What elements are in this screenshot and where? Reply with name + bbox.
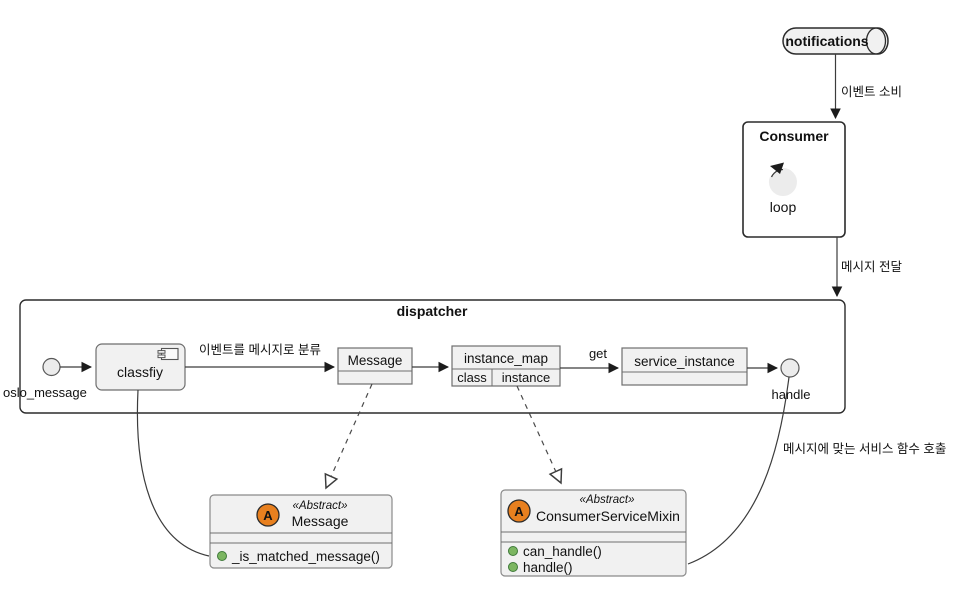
svg-text:A: A: [263, 508, 273, 523]
class-message-method: _is_matched_message(): [231, 549, 380, 564]
message-object-box: Message: [337, 347, 413, 385]
abstract-class-icon: A: [256, 503, 280, 527]
instance-map-rect: [451, 345, 561, 387]
dispatcher-title: dispatcher: [397, 303, 468, 319]
method-visibility-dot-icon: [217, 551, 227, 561]
class-mixin-stereotype: «Abstract»: [580, 494, 635, 506]
class-mixin-method-row: handle(): [508, 560, 573, 575]
class-message-stereotype: «Abstract»: [293, 500, 348, 512]
handle-label: handle: [771, 387, 810, 402]
edge-classify-event-label: 이벤트를 메시지로 분류: [199, 343, 321, 357]
queue-notifications: notifications: [782, 27, 889, 55]
class-message: A «Abstract» Message _is_matched_message…: [209, 494, 393, 569]
class-mixin-method-handle: handle(): [523, 560, 573, 575]
instance-map-box: instance_map class instance: [451, 345, 561, 387]
class-mixin-rect: [500, 489, 687, 577]
class-mixin-method-can-handle: can_handle(): [523, 544, 602, 559]
queue-end-ellipse-icon: [865, 27, 887, 55]
method-visibility-dot-icon: [508, 562, 518, 572]
loop-icon: [768, 162, 797, 196]
class-consumer-service-mixin: A «Abstract» ConsumerServiceMixin can_ha…: [500, 489, 687, 577]
instance-map-col-class: class: [457, 370, 487, 385]
service-instance-box: service_instance: [621, 347, 748, 386]
edge-mixin-realization: [516, 385, 563, 485]
edge-call-service-label: 메시지에 맞는 서비스 함수 호출: [783, 442, 946, 456]
edge-message-realization: [324, 383, 373, 490]
message-rect: [337, 347, 413, 385]
edge-get-label: get: [589, 346, 607, 361]
class-message-name: Message: [292, 513, 349, 529]
edge-handle-to-mixin: [687, 376, 790, 565]
class-mixin-method-row: can_handle(): [508, 544, 602, 559]
classfiy-label: classfiy: [117, 364, 163, 380]
oslo-message-label: oslo_message: [3, 385, 87, 400]
method-visibility-dot-icon: [508, 546, 518, 556]
class-mixin-name: ConsumerServiceMixin: [536, 508, 680, 524]
consumer-title: Consumer: [759, 128, 829, 144]
class-message-method-row: _is_matched_message(): [217, 549, 380, 564]
instance-map-col-instance: instance: [502, 370, 550, 385]
instance-map-title: instance_map: [464, 351, 548, 366]
edge-classfiy-to-ismatched: [136, 389, 210, 557]
component-icon: [157, 347, 179, 361]
service-instance-rect: [621, 347, 748, 386]
edge-consume-event-label: 이벤트 소비: [841, 85, 902, 99]
service-instance-label: service_instance: [634, 354, 735, 369]
consumer-box: Consumer loop: [742, 121, 846, 238]
class-message-rect: [209, 494, 393, 569]
edge-deliver-message-label: 메시지 전달: [841, 260, 902, 274]
svg-text:A: A: [514, 504, 524, 519]
oslo-message-port: [42, 357, 61, 377]
consumer-loop-label: loop: [770, 199, 797, 215]
abstract-class-icon: A: [507, 499, 531, 523]
message-box-label: Message: [348, 353, 403, 368]
classfiy-component: classfiy: [95, 343, 186, 391]
queue-label: notifications: [785, 33, 868, 49]
handle-port: [780, 358, 800, 378]
